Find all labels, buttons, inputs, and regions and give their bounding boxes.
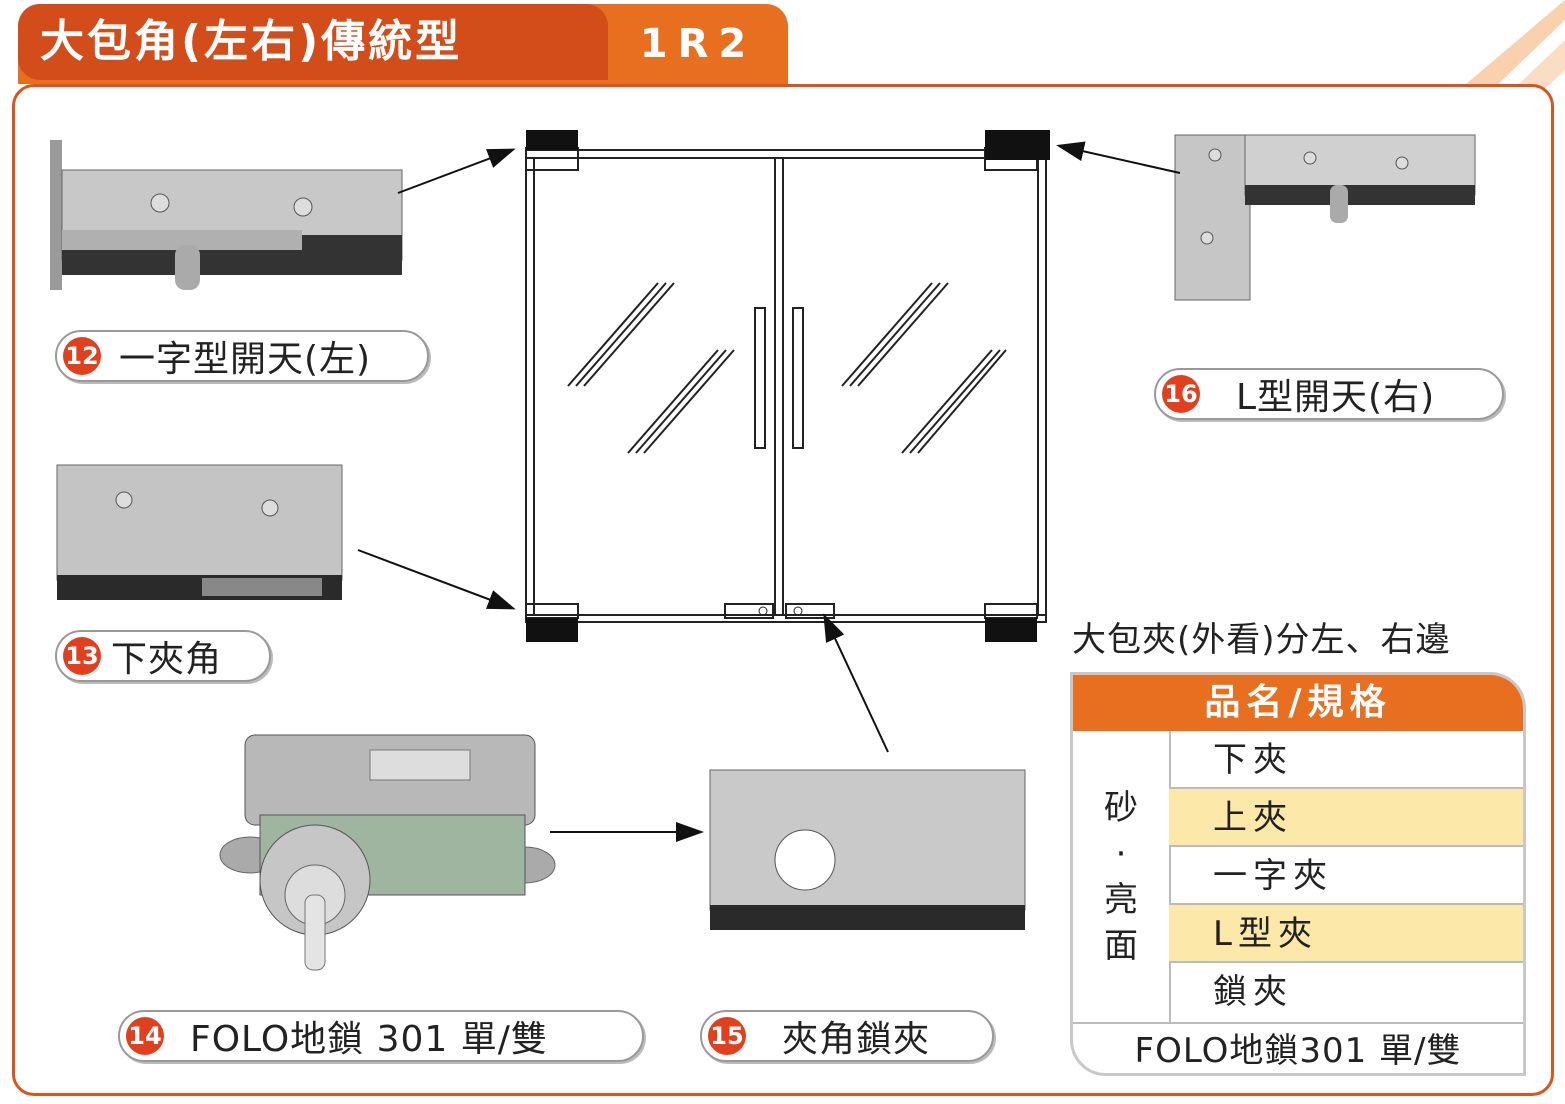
item-label-13: 13 下夾角 [55, 630, 271, 682]
item-number-badge: 13 [63, 637, 101, 675]
part-image-15 [709, 769, 1026, 930]
item-number-badge: 15 [708, 1017, 746, 1055]
model-code: 1R2 [639, 21, 757, 67]
door-diagram [525, 130, 1050, 642]
item-label-12: 12 一字型開天(左) [55, 330, 429, 382]
part-image-12 [50, 140, 403, 290]
item-number-badge: 14 [126, 1017, 164, 1055]
item-label-16: 16 L型開天(右) [1154, 368, 1504, 420]
item-label-14: 14 FOLO地鎖 301 單/雙 [118, 1010, 644, 1062]
item-number-badge: 16 [1162, 375, 1200, 413]
part-image-16 [1174, 134, 1476, 301]
side-note: 大包夾(外看)分左、右邊 [1072, 620, 1451, 660]
spec-table-header: 品名/規格 [1073, 675, 1523, 731]
finish-char: 面 [1104, 925, 1138, 966]
item-name: 下夾角 [111, 639, 223, 680]
spec-row: 下夾 [1169, 731, 1523, 789]
item-name: 一字型開天(左) [119, 339, 372, 380]
item-name: L型開天(右) [1236, 377, 1436, 418]
part-image-13 [56, 464, 343, 600]
finish-char: · [1115, 833, 1127, 874]
spec-row: L型夾 [1169, 905, 1523, 963]
spec-table-footer: FOLO地鎖301 單/雙 [1073, 1022, 1523, 1073]
spec-row: 一字夾 [1169, 847, 1523, 905]
item-number-badge: 12 [63, 337, 101, 375]
item-label-15: 15 夾角鎖夾 [700, 1010, 994, 1062]
spec-row: 上夾 [1169, 789, 1523, 847]
finish-char: 亮 [1104, 879, 1138, 920]
item-name: FOLO地鎖 301 單/雙 [190, 1019, 548, 1060]
part-image-14 [219, 734, 556, 971]
page-title: 大包角(左右)傳統型 [18, 4, 608, 80]
item-name: 夾角鎖夾 [782, 1019, 931, 1060]
finish-label: 砂 · 亮 面 [1073, 731, 1171, 1022]
spec-table: 品名/規格 砂 · 亮 面 下夾 上夾 一字夾 L型夾 鎖夾 FOLO地鎖301… [1070, 672, 1526, 1076]
spec-row: 鎖夾 [1213, 972, 1293, 1012]
finish-char: 砂 [1104, 787, 1138, 828]
